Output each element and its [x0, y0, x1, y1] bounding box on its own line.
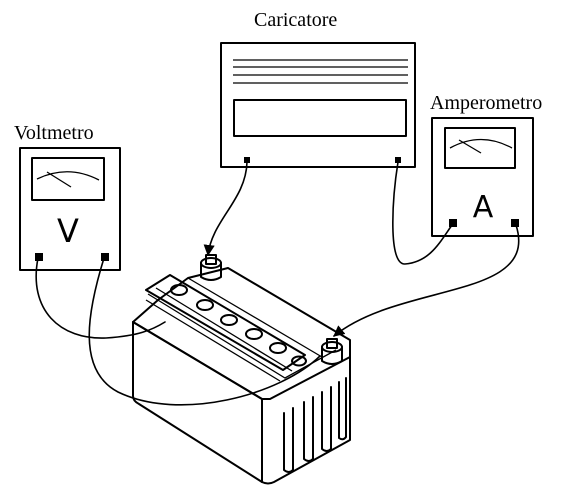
wires [35, 161, 520, 406]
voltmeter-label: Voltmetro [14, 122, 94, 144]
charger-display [233, 99, 407, 137]
battery-terminal-negative [205, 254, 217, 265]
battery [132, 254, 351, 485]
voltmeter-symbol: V [57, 212, 79, 250]
wire-ammeter-to-battery-positive [333, 224, 520, 337]
wire-charger-to-ammeter [392, 161, 453, 265]
battery-terminal-positive [326, 338, 338, 349]
voltmeter-terminal-right [101, 253, 109, 261]
charger-terminal-left [244, 157, 250, 163]
voltmeter: V [19, 147, 121, 271]
wire-voltmeter-to-battery-negative [35, 257, 166, 339]
voltmeter-dial [31, 157, 105, 201]
ammeter: A [431, 117, 534, 237]
ammeter-dial [444, 127, 516, 169]
charger [220, 42, 416, 168]
wire-charger-to-battery-negative [203, 161, 248, 257]
ammeter-symbol: A [473, 190, 494, 225]
voltmeter-terminal-left [35, 253, 43, 261]
wire-voltmeter-to-battery-positive [88, 257, 321, 406]
charger-terminal-right [395, 157, 401, 163]
ammeter-terminal-left [449, 219, 457, 227]
ammeter-terminal-right [511, 219, 519, 227]
charger-label: Caricatore [254, 9, 338, 31]
ammeter-label: Amperometro [430, 92, 543, 114]
